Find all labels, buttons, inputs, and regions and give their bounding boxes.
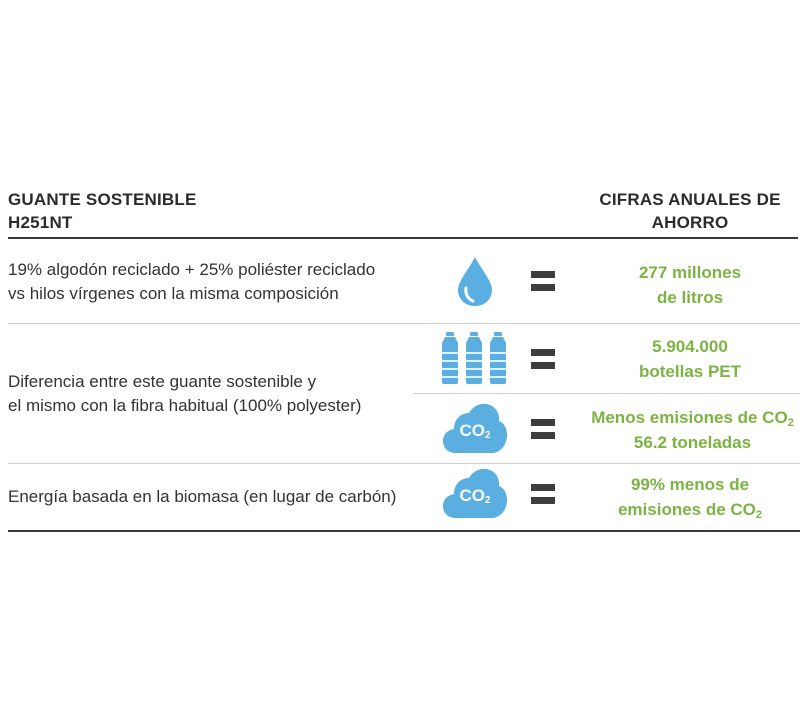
row-biomass-value-line1: 99% menos de [630, 475, 750, 494]
plastic-bottles-icon [441, 331, 509, 385]
equals-icon [531, 271, 555, 291]
row-emissions-value: Menos emisiones de CO2 56.2 toneladas [580, 405, 805, 455]
row-biomass-value: 99% menos de emisiones de CO2 [600, 472, 780, 522]
row-fiber-desc-line1: Diferencia entre este guante sostenible … [8, 372, 317, 391]
equals-icon [531, 484, 555, 504]
header-right-line2: AHORRO [651, 213, 729, 232]
header-right-line1: CIFRAS ANUALES DE [599, 190, 781, 209]
header-right-title: CIFRAS ANUALES DE AHORRO [590, 188, 790, 234]
row-pet-value: 5.904.000 botellas PET [600, 334, 780, 384]
row-biomass-value-line2: emisiones de CO2 [617, 500, 763, 521]
co2-cloud-label: CO2 [459, 421, 491, 441]
row-water-description: 19% algodón reciclado + 25% poliéster re… [8, 258, 438, 306]
row-water-desc-line1: 19% algodón reciclado + 25% poliéster re… [8, 260, 376, 279]
row-water-desc-line2: vs hilos vírgenes con la misma composici… [8, 284, 339, 303]
row-emissions-value-line2: 56.2 toneladas [633, 433, 752, 452]
header-left-line2: H251NT [8, 213, 73, 232]
row-biomass-description: Energía basada en la biomasa (en lugar d… [8, 485, 448, 509]
water-drop-icon [455, 255, 495, 307]
header-divider [8, 237, 798, 239]
equals-icon [531, 349, 555, 369]
row-biomass-desc-line1: Energía basada en la biomasa (en lugar d… [8, 487, 397, 506]
bottom-rule [8, 530, 800, 532]
row-divider [8, 463, 800, 464]
row-divider [8, 323, 800, 324]
co2-cloud-label: CO2 [459, 486, 491, 506]
co2-cloud-icon: CO2 [442, 468, 508, 520]
row-water-value-line2: de litros [656, 288, 724, 307]
sub-row-divider [413, 393, 800, 394]
row-pet-value-line1: 5.904.000 [652, 337, 728, 356]
row-pet-value-line2: botellas PET [638, 362, 742, 381]
equals-icon [531, 419, 555, 439]
row-fiber-description: Diferencia entre este guante sostenible … [8, 370, 428, 418]
header-left-line1: GUANTE SOSTENIBLE [8, 190, 197, 209]
row-water-value-line1: 277 millones [638, 263, 742, 282]
row-emissions-value-line1: Menos emisiones de CO2 [591, 408, 794, 429]
row-water-value: 277 millones de litros [600, 260, 780, 310]
header-left-title: GUANTE SOSTENIBLE H251NT [8, 188, 308, 234]
co2-cloud-icon: CO2 [442, 403, 508, 455]
row-fiber-desc-line2: el mismo con la fibra habitual (100% pol… [8, 396, 362, 415]
